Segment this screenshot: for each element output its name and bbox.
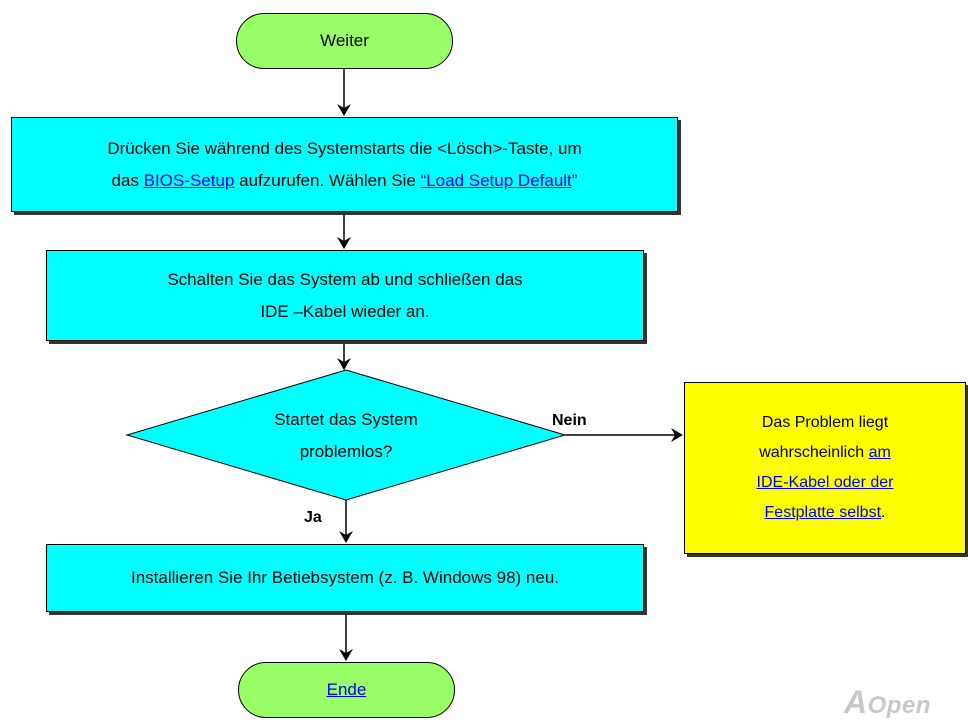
note-line2: wahrscheinlich am bbox=[759, 444, 891, 461]
note-problem-cause: Das Problem liegt wahrscheinlich am IDE-… bbox=[684, 382, 966, 554]
step-reconnect-line2: IDE –Kabel wieder an. bbox=[260, 301, 430, 321]
step-bios-line1: Drücken Sie während des Systemstarts die… bbox=[107, 138, 582, 158]
note-line4: Festplatte selbst. bbox=[764, 504, 886, 521]
step-reinstall-os: Installieren Sie Ihr Betiebsystem (z. B.… bbox=[46, 544, 644, 612]
decision-text: Startet das System problemlos? bbox=[226, 405, 466, 467]
start-terminal: Weiter bbox=[236, 13, 453, 69]
edge-label-yes: Ja bbox=[304, 509, 322, 526]
ide-cable-link-b[interactable]: IDE-Kabel oder der bbox=[756, 474, 894, 491]
aopen-logo-mark: A bbox=[844, 684, 868, 720]
step-bios-line2: das BIOS-Setup aufzurufen. Wählen Sie “L… bbox=[111, 170, 578, 190]
step-bios-setup: Drücken Sie während des Systemstarts die… bbox=[11, 117, 678, 212]
step-reinstall-text: Installieren Sie Ihr Betiebsystem (z. B.… bbox=[130, 568, 559, 587]
start-label: Weiter bbox=[320, 31, 369, 50]
edge-label-no: Nein bbox=[552, 412, 587, 429]
decision-line2: problemlos? bbox=[299, 442, 393, 461]
step-reconnect-cable: Schalten Sie das System ab und schließen… bbox=[46, 250, 644, 341]
load-setup-default-link[interactable]: “Load Setup Default bbox=[420, 170, 572, 190]
end-terminal: Ende bbox=[238, 662, 455, 718]
end-link[interactable]: Ende bbox=[326, 680, 367, 699]
bios-setup-link[interactable]: BIOS-Setup bbox=[143, 170, 235, 190]
hard-disk-link[interactable]: Festplatte selbst bbox=[764, 504, 882, 521]
ide-cable-link-a[interactable]: am bbox=[868, 444, 891, 461]
step-reconnect-line1: Schalten Sie das System ab und schließen… bbox=[167, 269, 523, 289]
aopen-logo-text: Open bbox=[867, 692, 931, 719]
aopen-logo: AOpen bbox=[844, 684, 931, 721]
note-line3: IDE-Kabel oder der bbox=[757, 468, 894, 498]
decision-line1: Startet das System bbox=[274, 410, 418, 429]
note-line1: Das Problem liegt bbox=[761, 414, 889, 431]
